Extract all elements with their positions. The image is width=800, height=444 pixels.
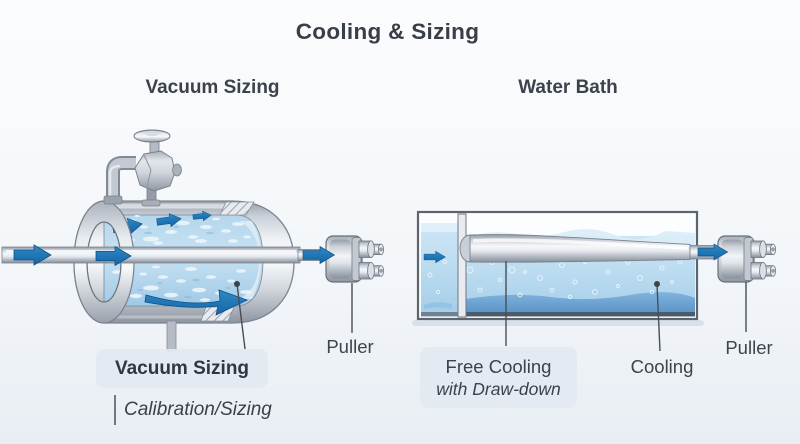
water-bath-tank: [412, 210, 717, 326]
puller-left-label: Puller: [326, 336, 374, 357]
chamber-stand-leg: [166, 320, 177, 352]
callout-dot: [234, 281, 240, 287]
puller-right-label: Puller: [725, 337, 773, 358]
callout-lines-left: [236, 283, 353, 350]
callout-lines-right: [505, 261, 747, 352]
diagram-title: Cooling & Sizing: [295, 19, 480, 44]
free-cooling-line2: with Draw-down: [436, 378, 561, 399]
vacuum-sizing-unit: [1, 129, 323, 352]
vacuum-sizing-heading: Vacuum Sizing: [145, 77, 280, 98]
tank-frame: [416, 210, 699, 321]
vacuum-sizing-callout-box: Vacuum Sizing: [96, 349, 268, 388]
flow-arrow-icon: [111, 209, 249, 316]
callout-dot: [654, 281, 660, 287]
vacuum-sizing-box-label: Vacuum Sizing: [114, 357, 250, 379]
tank-divider-wall: [457, 213, 467, 318]
cut-section-hatch: [219, 201, 255, 216]
water-bath-heading: Water Bath: [518, 77, 618, 98]
free-cooling-line1: Free Cooling: [445, 355, 552, 377]
free-cooling-callout-box: Free Cooling with Draw-down: [420, 347, 577, 408]
cooling-label: Cooling: [630, 356, 694, 377]
calibration-sizing-caption: Calibration/Sizing: [114, 395, 272, 425]
tapered-extrudate-tube: [459, 234, 717, 263]
vacuum-valve-icon: [103, 129, 182, 207]
puller-left-illustration: [302, 235, 385, 283]
